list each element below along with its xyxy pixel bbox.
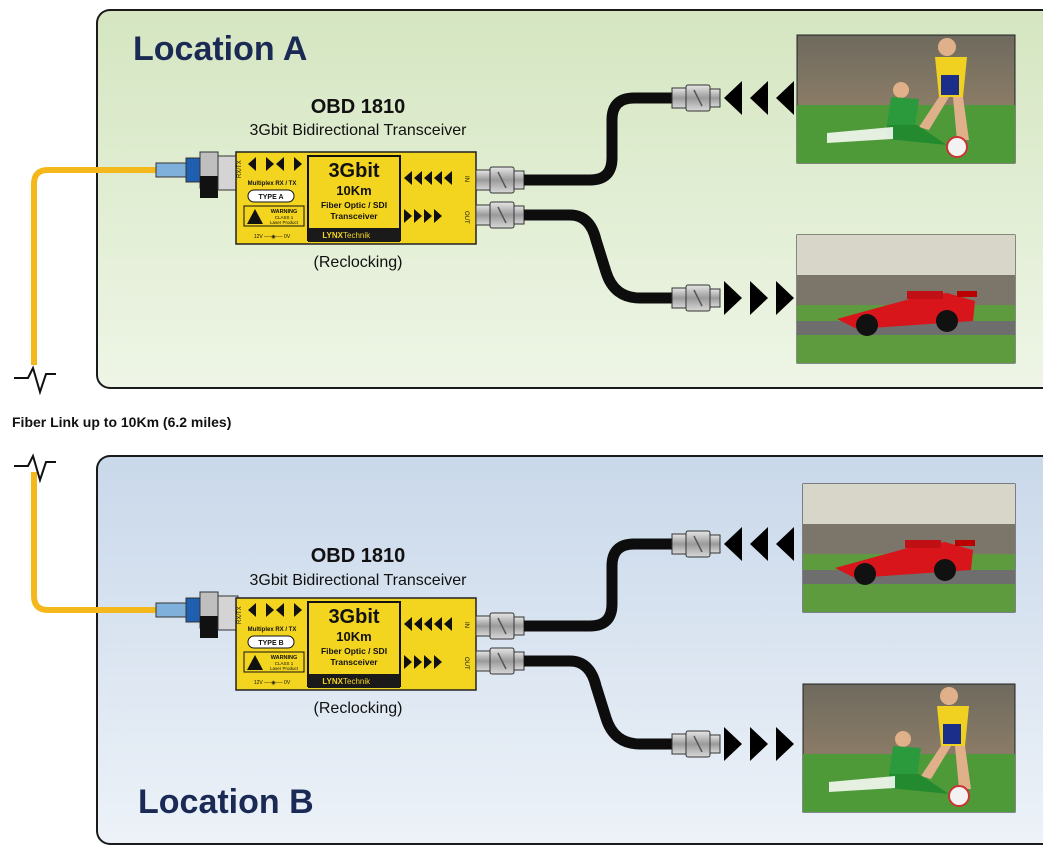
device-b: 3Gbit 10Km Fiber Optic / SDI Transceiver…	[155, 591, 525, 691]
device-b-laser: CLASS 1	[275, 661, 294, 666]
device-b-rxtx: RX/TX	[237, 606, 243, 624]
arrows-in-icon	[724, 81, 794, 115]
device-b-model: OBD 1810	[310, 545, 406, 567]
device-b-in: IN	[463, 622, 469, 628]
device-b-line1: Fiber Optic / SDI	[321, 646, 387, 656]
device-a-note: (Reclocking)	[313, 254, 403, 271]
device-a-in: IN	[463, 176, 469, 182]
cable-a-in	[524, 92, 676, 186]
device-a-distance: 10Km	[336, 183, 371, 198]
device-a-laser2: Laser Product	[270, 220, 299, 225]
fiber-cable-b	[31, 472, 158, 613]
device-a-line1: Fiber Optic / SDI	[321, 200, 387, 210]
device-a-brand-a: LYNX	[322, 231, 343, 240]
fiber-link-label: Fiber Link up to 10Km (6.2 miles)	[12, 414, 232, 430]
device-a-model: OBD 1810	[310, 96, 406, 118]
device-b-mux: Multiplex RX / TX	[248, 627, 297, 633]
device-b-type: TYPE B	[258, 640, 283, 647]
break-icon	[14, 365, 56, 396]
arrows-out-icon	[724, 727, 794, 761]
device-b-warning: WARNING	[271, 655, 298, 661]
device-b-rate: 3Gbit	[328, 606, 379, 628]
location-b-title: Location B	[138, 783, 314, 821]
device-a-brand-b: Technik	[343, 231, 371, 240]
device-b-power: 12V ──◉── 0V	[254, 680, 291, 686]
arrows-in-icon	[724, 527, 794, 561]
cable-b-out	[524, 655, 676, 750]
device-a-rate: 3Gbit	[328, 160, 379, 182]
device-b-distance: 10Km	[336, 629, 371, 644]
device-a-out: OUT	[463, 211, 469, 224]
device-b-laser2: Laser Product	[270, 666, 299, 671]
device-a-mux: Multiplex RX / TX	[248, 181, 297, 187]
device-a-type: TYPE A	[258, 194, 283, 201]
device-a-laser: CLASS 1	[275, 215, 294, 220]
location-a-title: Location A	[133, 30, 308, 68]
device-b-line2: Transceiver	[330, 657, 378, 667]
device-b-brand-a: LYNX	[322, 677, 343, 686]
device-a-power: 12V ──◉── 0V	[254, 234, 291, 240]
device-a-description: 3Gbit Bidirectional Transceiver	[249, 122, 467, 139]
device-b-description: 3Gbit Bidirectional Transceiver	[249, 572, 467, 589]
device-a-warning: WARNING	[271, 209, 298, 215]
device-a: 3Gbit 10Km Fiber Optic / SDI Transceiver…	[155, 151, 525, 245]
race-car-photo	[802, 483, 1016, 613]
device-b-note: (Reclocking)	[313, 700, 403, 717]
device-b-out: OUT	[463, 657, 469, 670]
soccer-photo	[796, 34, 1016, 164]
soccer-photo	[802, 683, 1016, 813]
device-a-line2: Transceiver	[330, 211, 378, 221]
device-a-rxtx: RX/TX	[237, 160, 243, 178]
cable-a-out	[524, 209, 676, 304]
race-car-photo	[796, 234, 1016, 364]
fiber-cable-a	[31, 167, 158, 365]
break-icon	[14, 453, 56, 484]
cable-b-in	[524, 538, 676, 632]
arrows-out-icon	[724, 281, 794, 315]
device-b-brand-b: Technik	[343, 677, 371, 686]
